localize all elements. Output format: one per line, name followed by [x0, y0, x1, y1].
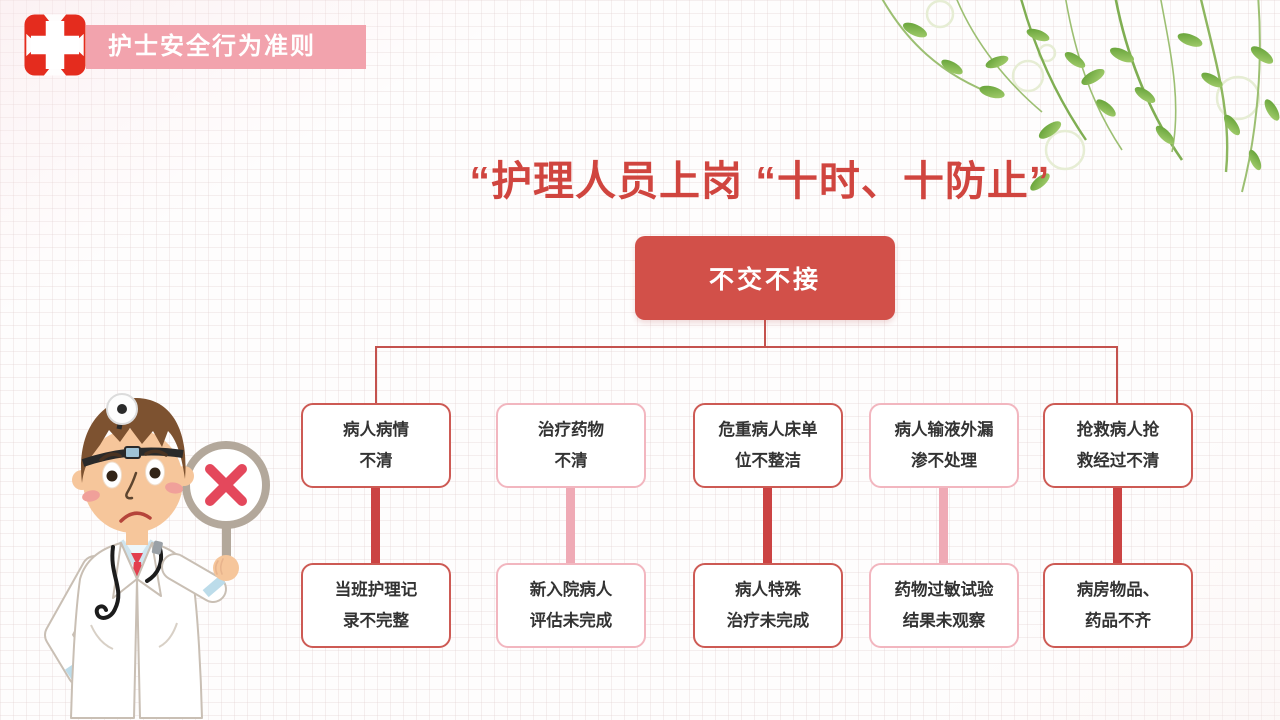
doctor-head [72, 393, 194, 545]
no-sign-paddle [182, 441, 270, 567]
node-text-line: 新入院病人 [529, 580, 613, 599]
connector-horizontal [375, 346, 1118, 348]
consequence-node-4: 药物过敏试验 结果未观察 [869, 563, 1019, 648]
consequence-node-3: 病人特殊 治疗未完成 [693, 563, 843, 648]
diagram-column-2: 治疗药物 不清 新入院病人 评估未完成 [496, 403, 646, 648]
cause-node-5: 抢救病人抢 救经过不清 [1043, 403, 1193, 488]
leaf-shapes [902, 22, 1280, 191]
node-text-line: 评估未完成 [529, 611, 613, 630]
cause-node-1: 病人病情 不清 [301, 403, 451, 488]
connector-bar-5 [1113, 485, 1122, 566]
consequence-node-1: 当班护理记 录不完整 [301, 563, 451, 648]
consequence-node-2: 新入院病人 评估未完成 [496, 563, 646, 648]
bubble-circles [925, 0, 1261, 171]
node-text-line: 药物过敏试验 [894, 580, 994, 599]
right-arm [161, 553, 239, 603]
stethoscope [94, 540, 164, 620]
node-text-line: 不清 [359, 451, 393, 470]
root-node: 不交不接 [635, 236, 895, 320]
red-x-icon [205, 464, 247, 506]
node-text-line: 治疗未完成 [726, 611, 810, 630]
node-text-line: 药品不齐 [1085, 611, 1151, 630]
node-text-line: 结果未观察 [902, 611, 986, 630]
header-title: 护士安全行为准则 [108, 33, 316, 60]
node-text-line: 病人输液外漏 [894, 420, 994, 439]
node-text-line: 危重病人床单 [718, 420, 818, 439]
diagram-column-4: 病人输液外漏 渗不处理 药物过敏试验 结果未观察 [869, 403, 1019, 648]
node-text-line: 当班护理记 [334, 580, 418, 599]
consequence-node-5: 病房物品、 药品不齐 [1043, 563, 1193, 648]
node-text-line: 位不整洁 [735, 451, 801, 470]
node-text-line: 治疗药物 [538, 420, 604, 439]
node-text-line: 病人特殊 [735, 580, 801, 599]
cause-node-2: 治疗药物 不清 [496, 403, 646, 488]
hospital-cross-icon [24, 14, 86, 76]
hair [81, 397, 186, 483]
diagram-column-3: 危重病人床单 位不整洁 病人特殊 治疗未完成 [693, 403, 843, 648]
node-text-line: 录不完整 [343, 611, 409, 630]
node-text-line: 渗不处理 [911, 451, 977, 470]
connector-root-drop [764, 320, 766, 347]
node-text-line: 不清 [554, 451, 588, 470]
connector-bar-2 [566, 485, 575, 566]
connector-bar-3 [763, 485, 772, 566]
connector-right-drop [1116, 346, 1118, 404]
leaves-decoration [881, 0, 1280, 193]
cause-node-3: 危重病人床单 位不整洁 [693, 403, 843, 488]
node-text-line: 救经过不清 [1076, 451, 1160, 470]
slide-title: “护理人员上岗 “十时、十防止” [469, 158, 1051, 204]
node-text-line: 病房物品、 [1076, 580, 1160, 599]
connector-bar-4 [939, 485, 948, 566]
diagram-column-1: 病人病情 不清 当班护理记 录不完整 [301, 403, 451, 648]
connector-left-drop [375, 346, 377, 404]
cause-node-4: 病人输液外漏 渗不处理 [869, 403, 1019, 488]
node-text-line: 病人病情 [343, 420, 409, 439]
diagram-column-5: 抢救病人抢 救经过不清 病房物品、 药品不齐 [1043, 403, 1193, 648]
node-text-line: 抢救病人抢 [1076, 420, 1160, 439]
header-banner: 护士安全行为准则 [86, 25, 366, 69]
doctor-illustration [44, 393, 270, 719]
connector-bar-1 [371, 485, 380, 566]
